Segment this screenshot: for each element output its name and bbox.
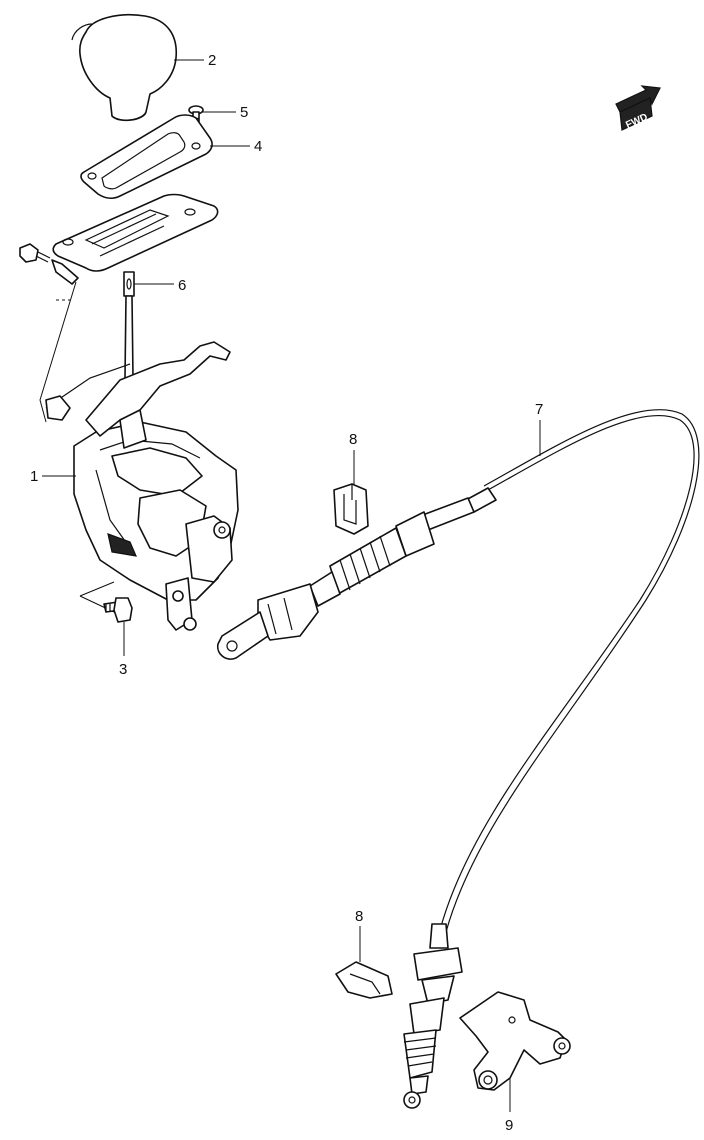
bolt-small: [19, 243, 51, 263]
callout-2: 2: [208, 52, 216, 69]
shift-knob: [71, 13, 178, 122]
callout-9: 9: [505, 1117, 513, 1134]
callout-1: 1: [30, 468, 38, 485]
clip-lower: [335, 961, 393, 999]
callout-4: 4: [254, 138, 262, 155]
fwd-arrow-icon: FWD: [615, 85, 661, 131]
callout-5: 5: [240, 104, 248, 121]
bolt-3: [79, 581, 133, 623]
clip-upper: [333, 483, 369, 535]
shift-lever-assembly: [45, 341, 239, 631]
leader-plate: [39, 281, 77, 423]
cable-lower-end: [403, 923, 463, 1109]
callout-7: 7: [535, 401, 543, 418]
cable-boot: [329, 527, 407, 595]
cable-bracket: [459, 991, 571, 1091]
callout-3: 3: [119, 661, 127, 678]
slide-plate: [51, 193, 219, 285]
callout-6: 6: [178, 277, 186, 294]
select-cable: [216, 409, 700, 933]
callout-8-upper: 8: [349, 431, 357, 448]
callout-8-lower: 8: [355, 908, 363, 925]
indicator-plate: [80, 114, 213, 199]
